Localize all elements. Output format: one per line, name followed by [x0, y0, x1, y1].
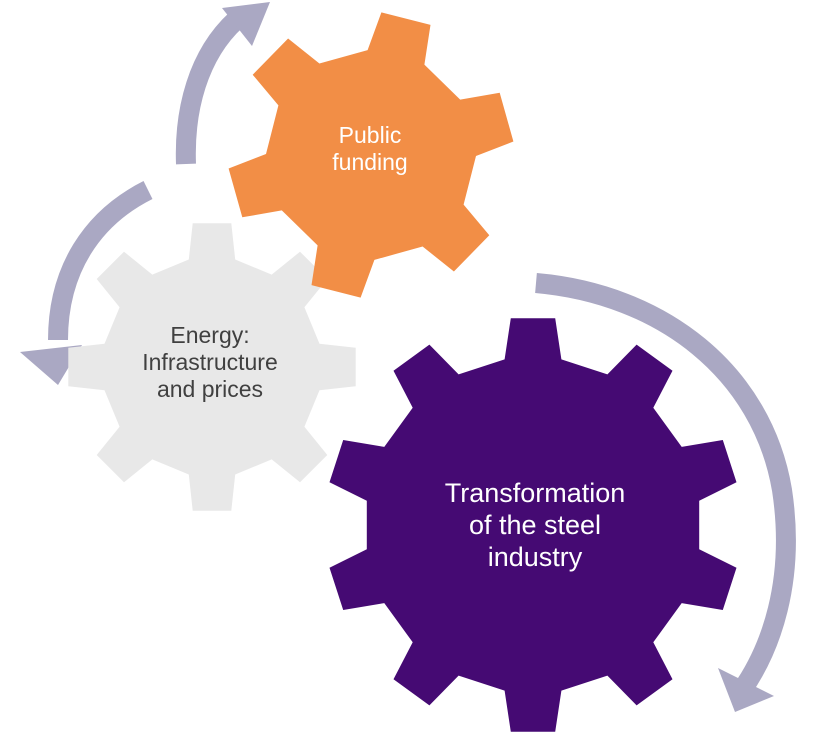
steel-gear: [329, 318, 737, 732]
arrow-to-funding-head: [222, 2, 270, 46]
energy-label-line2: Infrastructure: [142, 349, 278, 376]
arrow-to-steel-shaft: [535, 273, 796, 696]
gears-layer: [68, 12, 737, 732]
funding-gear-label: Public funding: [300, 122, 440, 176]
arrow-to-steel: [535, 273, 796, 712]
arrow-to-energy-shaft: [48, 181, 153, 341]
arrow-to-energy-head: [20, 345, 82, 385]
energy-gear-label: Energy: Infrastructure and prices: [90, 322, 330, 403]
funding-label-line1: Public: [338, 122, 402, 148]
funding-gear: [228, 12, 514, 298]
arrows-layer: [20, 2, 796, 712]
funding-label-line2: funding: [332, 149, 408, 176]
energy-label-line1: Energy:: [170, 322, 250, 348]
arrow-to-energy: [20, 181, 153, 385]
arrow-to-funding: [175, 2, 270, 165]
steel-label-line3: industry: [487, 541, 583, 572]
energy-gear: [68, 223, 356, 511]
steel-label-line1: Transformation: [444, 478, 626, 508]
steel-label-line2: of the steel: [468, 509, 602, 540]
arrow-to-steel-head: [718, 668, 774, 712]
energy-label-line3: and prices: [156, 376, 264, 403]
arrow-to-funding-shaft: [175, 12, 243, 165]
steel-gear-label: Transformation of the steel industry: [395, 478, 675, 574]
